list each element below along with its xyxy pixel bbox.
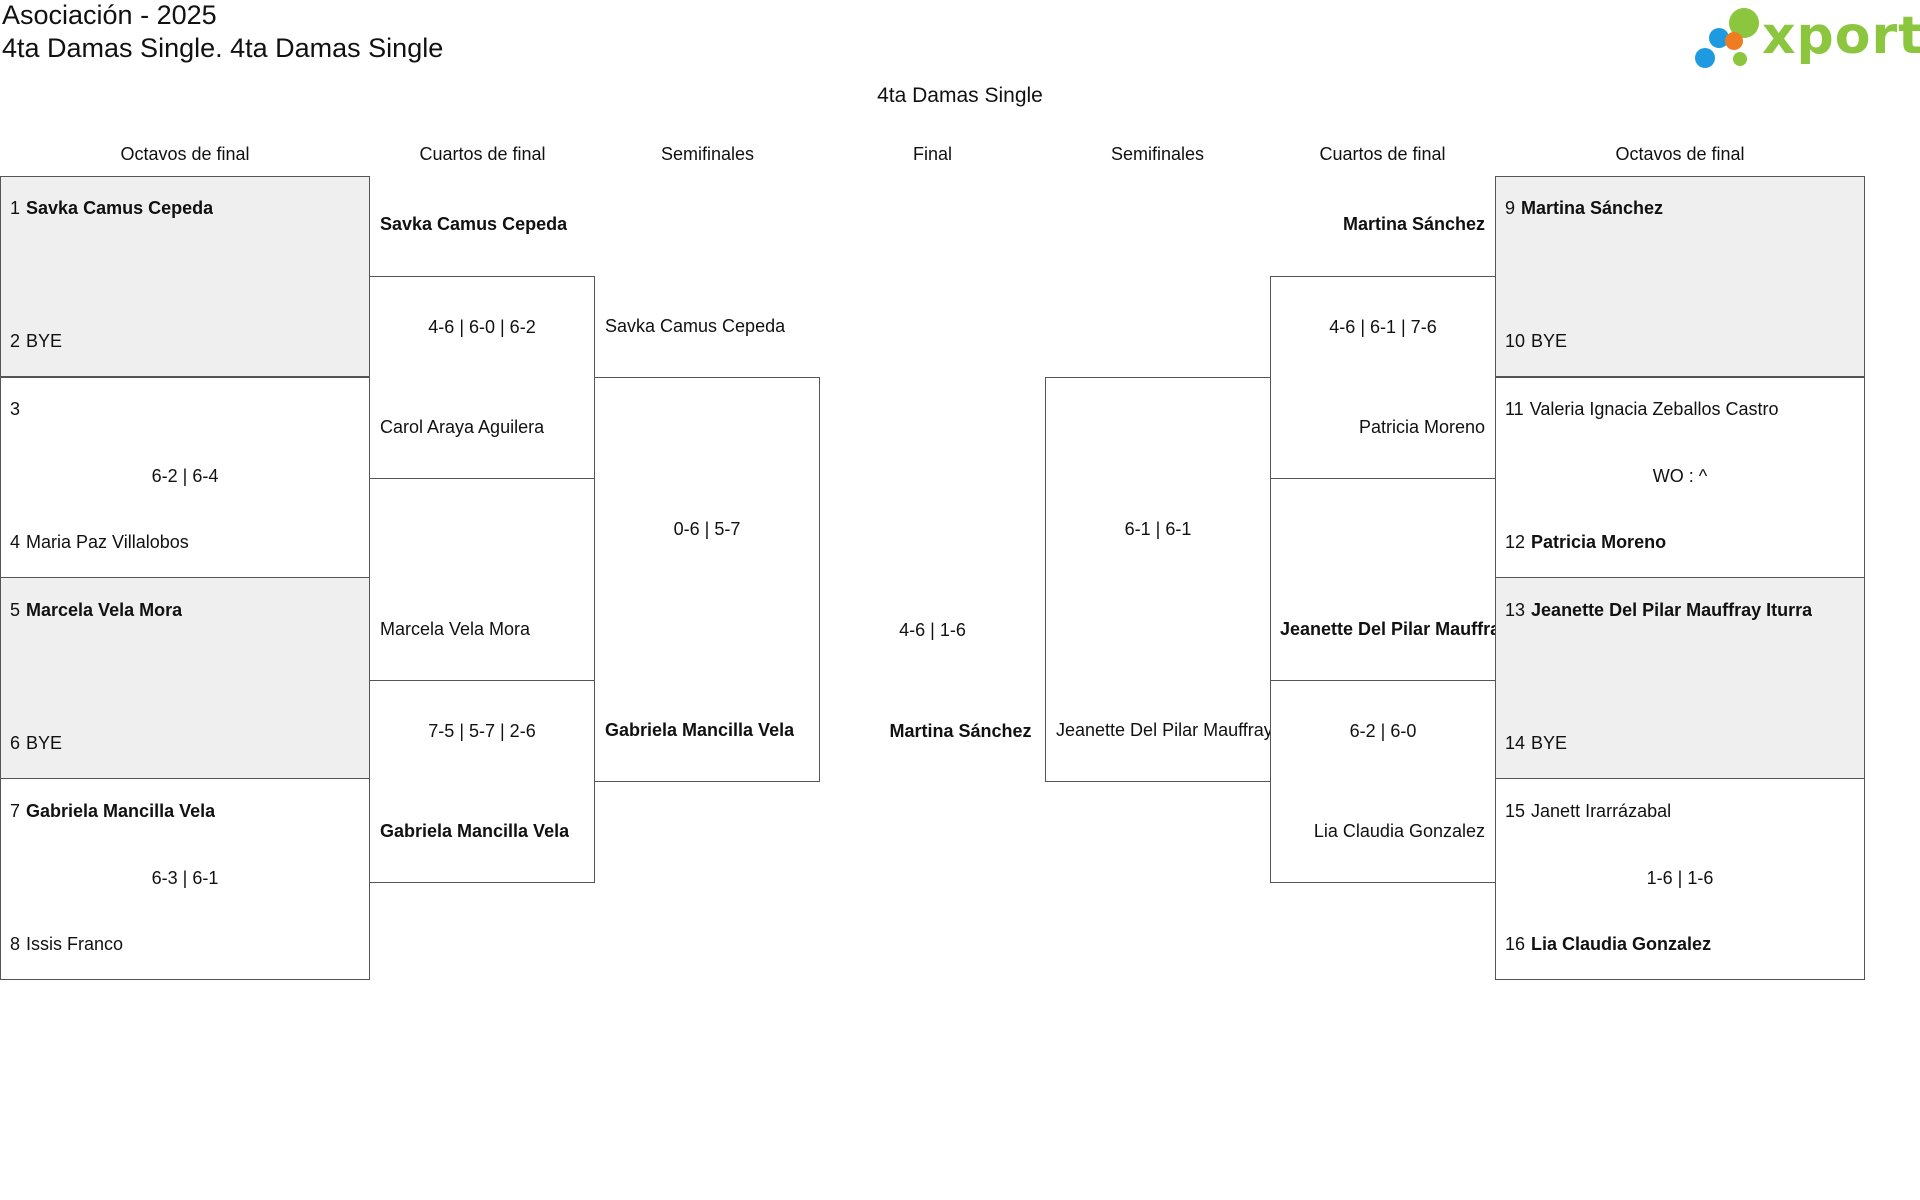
match-box-qf-2	[369, 680, 595, 883]
match-score: 7-5 | 5-7 | 2-6	[428, 721, 536, 741]
match-box-qf-4	[1270, 680, 1496, 883]
champion-name: Martina Sánchez	[889, 721, 1032, 741]
xporty-logo	[1695, 4, 1920, 74]
match-box-r16-5	[1495, 176, 1865, 378]
match-score: 4-6 | 6-1 | 7-6	[1329, 317, 1437, 337]
round-label-right-r16: Octavos de final	[1615, 144, 1745, 164]
round-label-left-sf: Semifinales	[660, 144, 755, 164]
match-score: 6-3 | 6-1	[151, 868, 219, 888]
sf-player: Gabriela Mancilla Vela	[605, 720, 795, 740]
round-label-right-qf: Cuartos de final	[1319, 144, 1446, 164]
sf-player: Jeanette Del Pilar Mauffray Iturra	[1056, 720, 1270, 740]
qf-player: Jeanette Del Pilar Mauffray Iturra	[1280, 619, 1495, 639]
qf-player: Lia Claudia Gonzalez	[1313, 821, 1485, 841]
match-score: 4-6 | 6-0 | 6-2	[428, 317, 536, 337]
qf-player: Martina Sánchez	[1342, 214, 1485, 234]
match-score: 6-2 | 6-0	[1349, 721, 1417, 741]
qf-player: Savka Camus Cepeda	[380, 214, 568, 234]
final-score: 4-6 | 1-6	[899, 620, 966, 640]
logo-dot-blue-icon	[1709, 28, 1729, 48]
match-box-qf-3	[1270, 276, 1496, 479]
match-box-r16-7	[1495, 577, 1865, 779]
logo-dot-blue-small-icon	[1695, 48, 1715, 68]
round-label-right-sf: Semifinales	[1110, 144, 1205, 164]
round-label-left-qf: Cuartos de final	[419, 144, 546, 164]
match-score: 0-6 | 5-7	[673, 519, 741, 539]
match-box-r16-8	[1495, 778, 1865, 980]
logo-text: xporty	[1762, 6, 1920, 66]
qf-player: Marcela Vela Mora	[380, 619, 531, 639]
tournament-title: Asociación - 2025	[2, 0, 217, 30]
logo-dot-orange-icon	[1725, 32, 1743, 50]
match-score: 1-6 | 1-6	[1646, 868, 1714, 888]
match-score: 6-1 | 6-1	[1124, 519, 1192, 539]
round-label-final: Final	[912, 144, 952, 164]
category-title: 4ta Damas Single. 4ta Damas Single	[2, 33, 444, 63]
round-label-left-r16: Octavos de final	[120, 144, 250, 164]
qf-player: Patricia Moreno	[1358, 417, 1485, 437]
logo-dot-green-small-icon	[1733, 52, 1747, 66]
match-score: 6-2 | 6-4	[151, 466, 219, 486]
match-box-r16-1	[0, 176, 370, 378]
match-box-sf-left	[594, 377, 820, 782]
match-box-sf-right	[1045, 377, 1271, 782]
sf-player: Savka Camus Cepeda	[605, 316, 786, 336]
qf-player: Carol Araya Aguilera	[380, 417, 545, 437]
qf-player: Gabriela Mancilla Vela	[380, 821, 570, 841]
match-box-r16-3	[0, 577, 370, 779]
player-seed-3: 3	[10, 399, 21, 419]
match-box-qf-1	[369, 276, 595, 479]
bracket-title: 4ta Damas Single	[877, 84, 1043, 107]
match-score: WO : ^	[1652, 466, 1708, 486]
